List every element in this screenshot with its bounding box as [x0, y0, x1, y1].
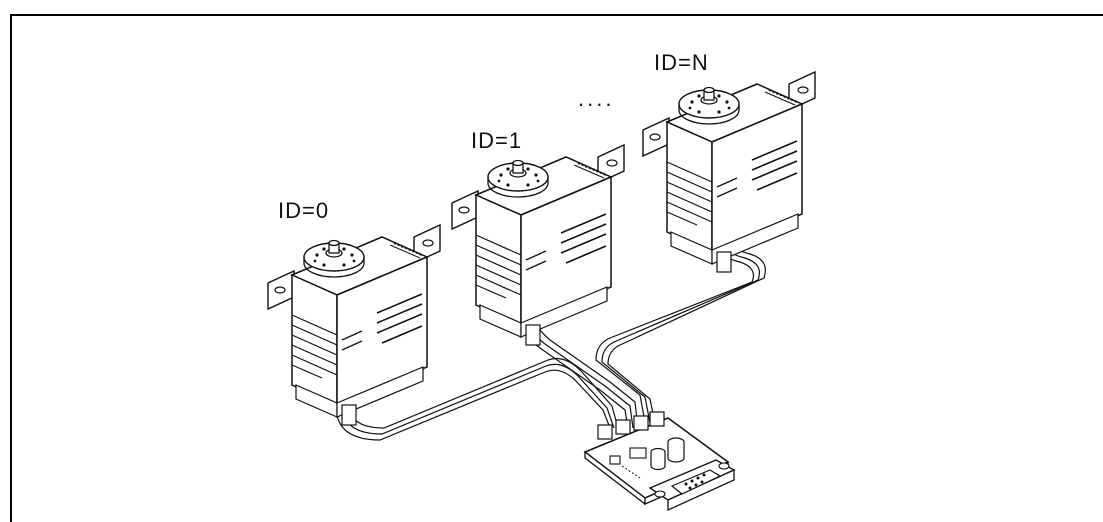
label-id-1: ID=1 — [471, 128, 523, 153]
servo-id-0 — [267, 224, 441, 426]
servo-id-1 — [451, 144, 625, 346]
label-id-0: ID=0 — [278, 198, 330, 223]
figure-frame — [10, 14, 1103, 522]
ellipsis-dots: .... — [578, 86, 615, 111]
controller-board — [583, 411, 736, 512]
label-id-n: ID=N — [654, 50, 709, 75]
servo-id-n — [642, 71, 816, 273]
